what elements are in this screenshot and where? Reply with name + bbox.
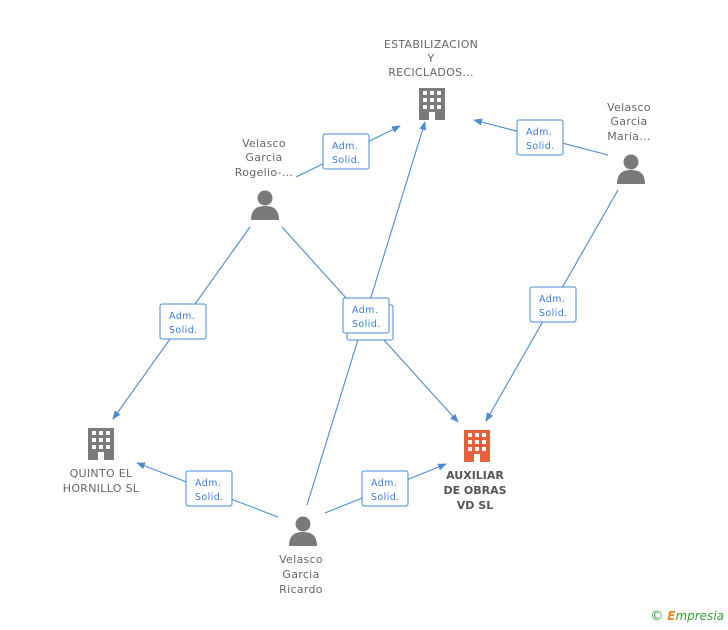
node-label: Maria... [607,130,650,143]
svg-text:Solid.: Solid. [169,325,198,336]
node-label: AUXILIAR [446,469,504,482]
svg-text:Adm.: Adm. [526,127,552,138]
company-node-estabilizacion[interactable]: ESTABILIZACION Y RECICLADOS... [384,38,478,120]
node-label: QUINTO EL [70,467,133,480]
svg-text:Solid.: Solid. [539,308,568,319]
node-label: Garcia [245,151,282,164]
relation-label[interactable]: Adm. Solid. [185,470,233,507]
node-label: Velasco [242,137,286,150]
building-icon [88,428,114,460]
company-node-auxiliar[interactable]: AUXILIAR DE OBRAS VD SL [443,430,507,512]
brand-name: mpresia [675,609,724,623]
svg-text:Solid.: Solid. [352,319,381,330]
node-label: Rogelio-... [235,166,293,179]
node-label: HORNILLO SL [63,482,140,495]
relation-label[interactable]: Adm. Solid. [529,286,577,323]
svg-text:Adm.: Adm. [195,478,221,489]
node-label: ESTABILIZACION [384,38,478,51]
svg-text:Adm.: Adm. [371,478,397,489]
relation-label[interactable]: Adm. Solid. [342,297,390,334]
relation-label[interactable]: Adm. Solid. [361,470,409,507]
node-label: Ricardo [279,583,323,596]
person-icon [251,190,279,220]
relation-label[interactable]: Adm. Solid. [159,303,207,340]
footer-brand: ©Empresia [650,609,724,624]
svg-text:Solid.: Solid. [526,141,555,152]
node-label: Velasco [607,101,651,114]
svg-text:Solid.: Solid. [195,492,224,503]
node-label: Garcia [610,115,647,128]
svg-text:Adm.: Adm. [332,141,358,152]
svg-text:Adm.: Adm. [539,294,565,305]
svg-text:Adm.: Adm. [169,311,195,322]
svg-text:Adm.: Adm. [352,305,378,316]
svg-text:Solid.: Solid. [332,155,361,166]
node-label: Velasco [279,553,323,566]
node-label: Garcia [282,568,319,581]
copyright-symbol: © [650,609,664,624]
node-label: VD SL [457,499,493,512]
person-node-rogelio[interactable]: Velasco Garcia Rogelio-... [235,137,293,220]
node-label: DE OBRAS [443,484,506,497]
person-icon [617,154,645,184]
node-label: RECICLADOS... [388,66,474,79]
relation-label[interactable]: Adm. Solid. [516,119,564,156]
person-icon [289,516,317,546]
building-icon [464,430,490,462]
company-node-quinto[interactable]: QUINTO EL HORNILLO SL [63,428,140,495]
person-node-maria[interactable]: Velasco Garcia Maria... [607,101,651,184]
person-node-ricardo[interactable]: Velasco Garcia Ricardo [279,516,323,597]
relation-labels: Adm. Solid. Adm. Solid. Adm. Solid. Adm.… [159,119,577,507]
node-label: Y [426,52,434,65]
brand-logo-initial: E [667,609,676,623]
svg-text:Solid.: Solid. [371,492,400,503]
relation-label[interactable]: Adm. Solid. [322,133,370,170]
building-icon [419,88,445,120]
